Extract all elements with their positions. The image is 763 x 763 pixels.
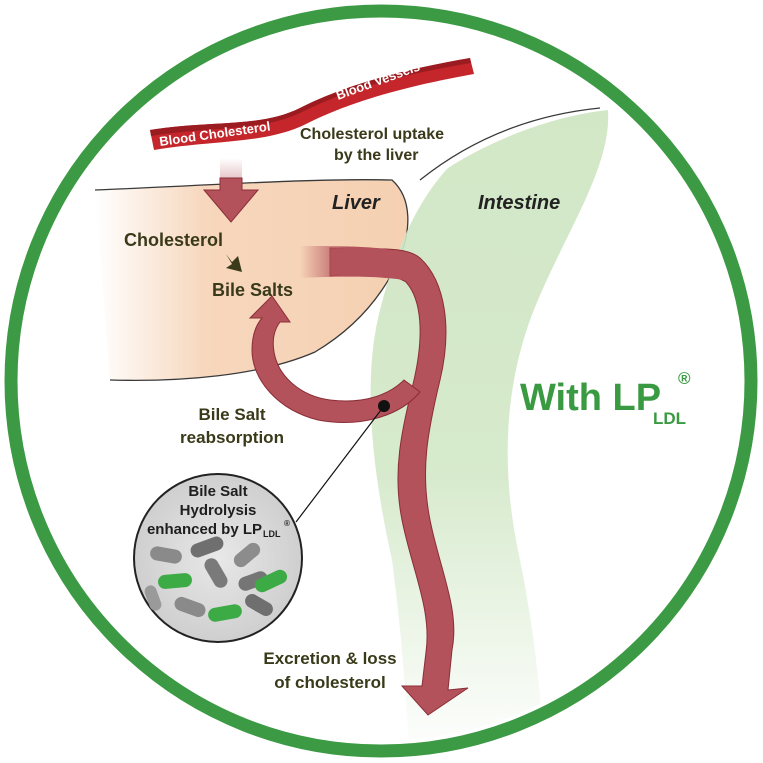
title-main: With LP (520, 377, 661, 419)
intestine-label: Intestine (478, 192, 560, 214)
bacterium-green (208, 604, 242, 622)
bacteria-cluster (144, 536, 288, 622)
bacterium-grey (144, 585, 162, 611)
excretion-label-line2: of cholesterol (274, 673, 385, 692)
bacterium-green (254, 569, 288, 593)
excretion-flow-fade (300, 246, 404, 280)
inset-line3: enhanced by LP (147, 521, 262, 538)
reabsorption-label-line2: reabsorption (180, 428, 284, 447)
uptake-label-line2: by the liver (334, 147, 418, 164)
reabsorption-label-line1: Bile Salt (198, 405, 265, 424)
pointer-line (295, 405, 385, 523)
bacterium-green (158, 573, 192, 589)
bacterium-grey (174, 596, 206, 618)
liver-shape (95, 179, 408, 381)
cholesterol-label: Cholesterol (124, 230, 223, 250)
bacterium-grey (233, 542, 261, 568)
excretion-flow (329, 247, 469, 716)
uptake-arrow-head (202, 177, 260, 223)
inset-line3-sup: ® (284, 519, 290, 528)
excretion-label-line1: Excretion & loss (263, 649, 396, 668)
bacterium-grey (245, 594, 273, 616)
conversion-arrow (226, 254, 242, 272)
hydrolysis-inset: Bile Salt Hydrolysis enhanced by LP LDL … (133, 473, 303, 643)
blood-vessel-ribbon-dark (150, 58, 471, 136)
title-group: With LP LDL ® (520, 369, 691, 428)
title-sub: LDL (653, 409, 686, 428)
bacterium-grey (150, 546, 182, 564)
intestine-outline (419, 107, 601, 181)
uptake-label-line1: Cholesterol uptake (300, 126, 444, 143)
liver-label: Liver (332, 192, 381, 214)
bacterium-grey (190, 536, 224, 558)
liver-outline-top (94, 179, 409, 263)
bacterium-grey (204, 558, 228, 588)
outer-ring (4, 4, 758, 758)
reabsorption-loop (248, 295, 421, 423)
inset-line3-sub: LDL (263, 529, 281, 539)
liver-outline-bottom (109, 261, 399, 381)
inset-line1: Bile Salt (188, 483, 247, 500)
inset-line2: Hydrolysis (180, 502, 257, 519)
title-sup: ® (678, 369, 691, 388)
bile-salts-label: Bile Salts (212, 280, 293, 300)
blood-cholesterol-label: Blood Cholesterol (158, 119, 271, 149)
bacterium-grey (238, 571, 268, 591)
